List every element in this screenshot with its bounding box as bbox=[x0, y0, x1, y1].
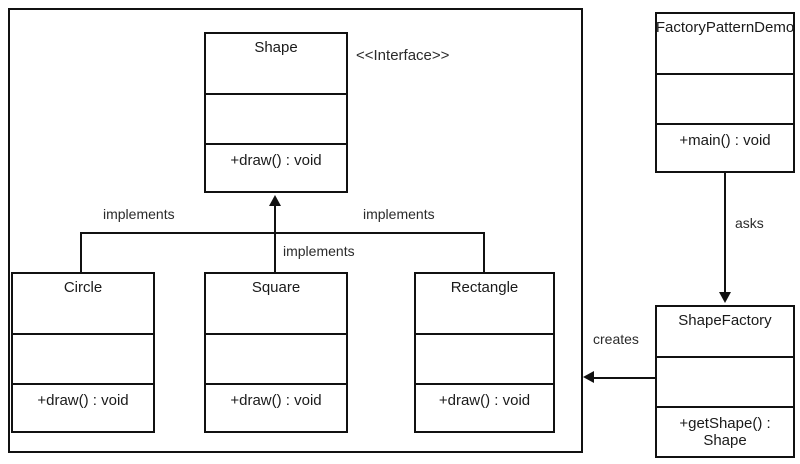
class-attributes-shape bbox=[206, 93, 346, 143]
stereotype-interface-label: <<Interface>> bbox=[356, 47, 450, 64]
class-box-square[interactable]: Square +draw() : void bbox=[204, 272, 348, 433]
edge-label-implements-rectangle: implements bbox=[361, 206, 437, 222]
creates-arrowhead bbox=[583, 371, 594, 383]
class-operations-circle: +draw() : void bbox=[13, 383, 153, 431]
edge-label-creates: creates bbox=[591, 331, 641, 347]
generalization-arrowhead-to-shape bbox=[269, 195, 281, 206]
class-attributes-shape-factory bbox=[657, 356, 793, 406]
class-attributes-circle bbox=[13, 333, 153, 383]
class-box-rectangle[interactable]: Rectangle +draw() : void bbox=[414, 272, 555, 433]
class-attributes-rectangle bbox=[416, 333, 553, 383]
class-name-shape: Shape bbox=[254, 39, 298, 56]
edge-label-implements-circle: implements bbox=[101, 206, 177, 222]
asks-connector-line bbox=[724, 173, 726, 292]
generalization-drop-circle bbox=[80, 232, 82, 273]
edge-label-implements-square: implements bbox=[281, 243, 357, 259]
asks-arrowhead bbox=[719, 292, 731, 303]
generalization-junction-bar bbox=[80, 232, 484, 234]
class-operations-factory-pattern-demo: +main() : void bbox=[657, 123, 793, 171]
class-name-rectangle: Rectangle bbox=[450, 279, 519, 296]
class-box-shape[interactable]: Shape +draw() : void bbox=[204, 32, 348, 193]
class-operations-square: +draw() : void bbox=[206, 383, 346, 431]
edge-label-asks: asks bbox=[733, 215, 766, 231]
generalization-stem-vertical bbox=[274, 205, 276, 272]
class-name-circle: Circle bbox=[63, 279, 103, 296]
class-attributes-factory-pattern-demo bbox=[657, 73, 793, 123]
class-box-shape-factory[interactable]: ShapeFactory +getShape() : Shape bbox=[655, 305, 795, 458]
class-operations-shape-factory: +getShape() : Shape bbox=[657, 406, 793, 456]
creates-connector-line bbox=[592, 377, 657, 379]
class-name-factory-pattern-demo: FactoryPatternDemo bbox=[655, 19, 795, 36]
shape-hierarchy-group-container bbox=[8, 8, 583, 453]
class-attributes-square bbox=[206, 333, 346, 383]
class-box-circle[interactable]: Circle +draw() : void bbox=[11, 272, 155, 433]
generalization-drop-rectangle bbox=[483, 232, 485, 273]
class-operations-shape: +draw() : void bbox=[206, 143, 346, 191]
class-box-factory-pattern-demo[interactable]: FactoryPatternDemo +main() : void bbox=[655, 12, 795, 173]
class-name-square: Square bbox=[251, 279, 301, 296]
class-operations-rectangle: +draw() : void bbox=[416, 383, 553, 431]
class-name-shape-factory: ShapeFactory bbox=[678, 312, 772, 329]
